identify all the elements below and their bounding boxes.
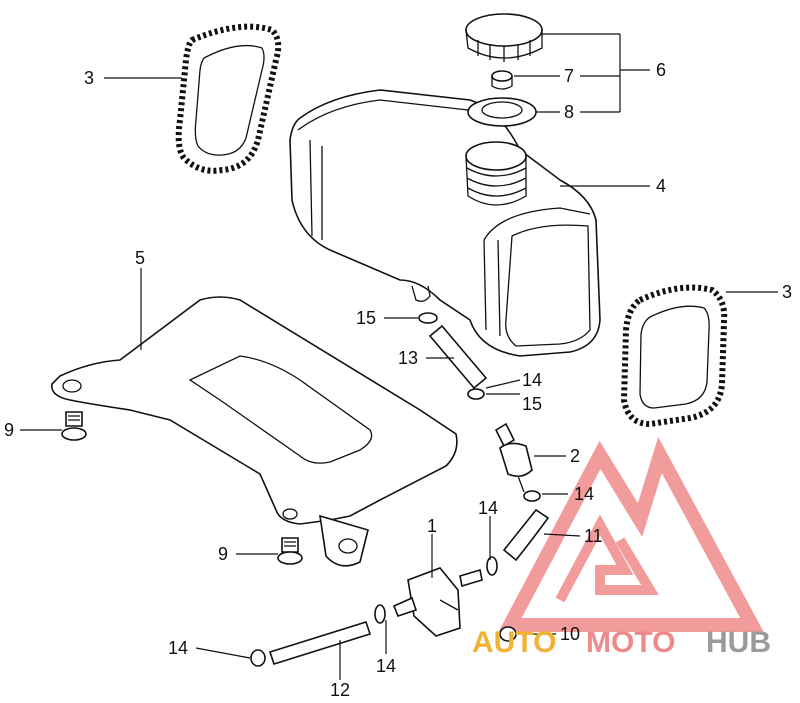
callout-1: 1 (427, 516, 437, 536)
mounting-plate (51, 296, 458, 567)
clip-14-15-mid (467, 388, 485, 400)
callout-4: 4 (656, 176, 666, 196)
fuel-valve (392, 567, 483, 637)
clip-14-filter (523, 490, 541, 502)
watermark-logo-icon (498, 436, 764, 632)
callout-14-hose: 14 (478, 498, 498, 518)
callout-7: 7 (564, 66, 574, 86)
clip-14-mid (486, 556, 498, 576)
clip-14-bottom (250, 649, 266, 667)
callout-14-filter: 14 (574, 484, 594, 504)
callout-9-left: 9 (4, 420, 14, 440)
rubber-seal-right (620, 284, 728, 428)
watermark-auto: AUTO (472, 626, 556, 659)
callout-3-right: 3 (782, 282, 792, 302)
cap-gasket (467, 97, 537, 127)
callout-6: 6 (656, 60, 666, 80)
hose-13 (428, 324, 488, 390)
cap-plug (491, 70, 513, 90)
watermark-hub: HUB (706, 626, 771, 659)
callout-12: 12 (330, 680, 350, 700)
rubber-seal-left (175, 23, 282, 174)
callout-14-valve: 14 (376, 656, 396, 676)
fuel-tank (289, 89, 601, 357)
callout-9-bottom: 9 (218, 544, 228, 564)
leader-lines (20, 33, 778, 680)
callout-14-mid: 14 (522, 370, 542, 390)
callout-11: 11 (584, 526, 603, 546)
callout-3-left: 3 (84, 68, 94, 88)
bolt-bottom (277, 537, 303, 565)
watermark-text: AUTO MOTO HUB (472, 626, 771, 659)
clip-14-valve (374, 604, 386, 624)
bolt-left (61, 411, 87, 441)
callout-2: 2 (570, 446, 580, 466)
callout-10: 10 (560, 624, 580, 644)
fuel-filter (494, 422, 533, 493)
hose-11 (502, 508, 550, 562)
callout-14-bottom: 14 (168, 638, 188, 658)
watermark-moto: MOTO (586, 626, 675, 659)
fuel-cap (465, 13, 543, 62)
callout-5: 5 (135, 248, 145, 268)
hose-12 (268, 621, 372, 665)
clip-15-top (418, 312, 438, 324)
callout-8: 8 (564, 102, 574, 122)
callout-15-top: 15 (356, 308, 376, 328)
callout-13: 13 (398, 348, 418, 368)
clip-10 (499, 626, 517, 642)
callout-15-mid: 15 (522, 394, 542, 414)
